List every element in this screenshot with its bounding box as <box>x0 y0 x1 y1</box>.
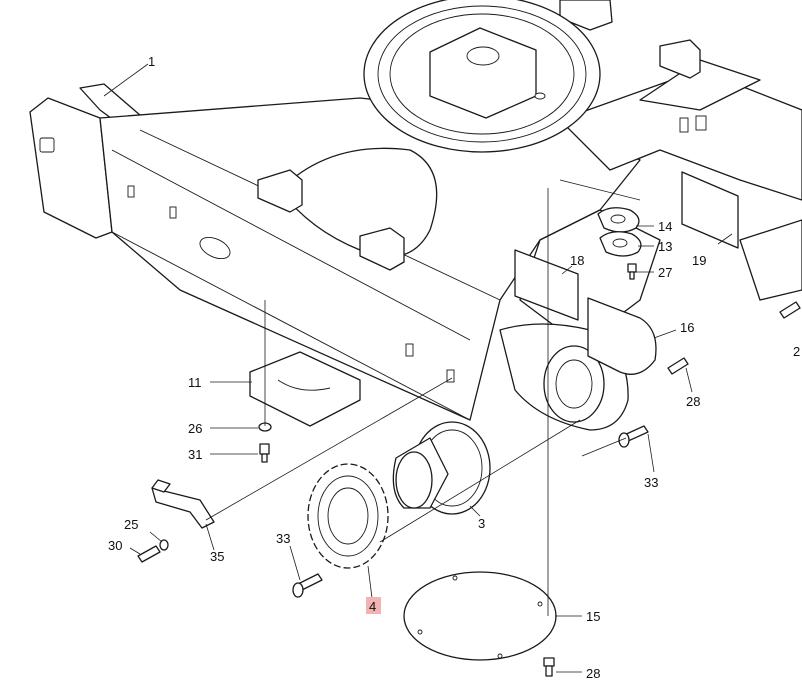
callout-26: 26 <box>188 421 202 436</box>
gasket-13 <box>599 231 642 257</box>
round-cover-15 <box>403 571 557 661</box>
callouts: 1 11 26 31 25 30 35 33 4 3 15 28 33 28 1… <box>108 54 800 681</box>
cover-plate-16 <box>587 297 657 375</box>
callout-33-left: 33 <box>276 531 290 546</box>
callout-33-right: 33 <box>644 475 658 490</box>
callout-19: 19 <box>692 253 706 268</box>
callout-28-upper: 28 <box>686 394 700 409</box>
bolt-30 <box>137 545 161 563</box>
slewing-ring <box>363 0 601 153</box>
callout-1: 1 <box>148 54 155 69</box>
callout-3: 3 <box>478 516 485 531</box>
washer-25 <box>159 539 169 551</box>
callout-31: 31 <box>188 447 202 462</box>
callout-14: 14 <box>658 219 672 234</box>
cover-plate-18 <box>514 249 579 321</box>
sprocket-4 <box>307 463 389 569</box>
bolt-28-upper <box>667 357 689 375</box>
travel-motor-3 <box>392 421 491 515</box>
callout-25: 25 <box>124 517 138 532</box>
bolt-27 <box>627 263 637 280</box>
callout-4-highlight <box>366 597 381 614</box>
bolt-28-lower <box>543 657 555 677</box>
callout-2-cut: 2 <box>793 344 800 359</box>
callout-35: 35 <box>210 549 224 564</box>
cover-plate-right <box>739 219 802 301</box>
bracket-11 <box>249 351 361 427</box>
callout-30: 30 <box>108 538 122 553</box>
bolt-31 <box>259 443 270 463</box>
cover-plate-19 <box>681 171 739 249</box>
callout-11: 11 <box>188 375 202 390</box>
bolt-33-left <box>292 573 323 598</box>
callout-27: 27 <box>658 265 672 280</box>
callout-15: 15 <box>586 609 600 624</box>
callout-18: 18 <box>570 253 584 268</box>
callout-13: 13 <box>658 239 672 254</box>
leader-lines <box>103 63 733 673</box>
bolt-right-edge <box>779 301 801 319</box>
clip-35 <box>151 479 215 529</box>
callout-16: 16 <box>680 320 694 335</box>
callout-4: 4 <box>369 599 376 614</box>
bolt-33-right <box>618 425 649 448</box>
callout-28-lower: 28 <box>586 666 600 681</box>
flange-plate-14 <box>597 207 640 233</box>
